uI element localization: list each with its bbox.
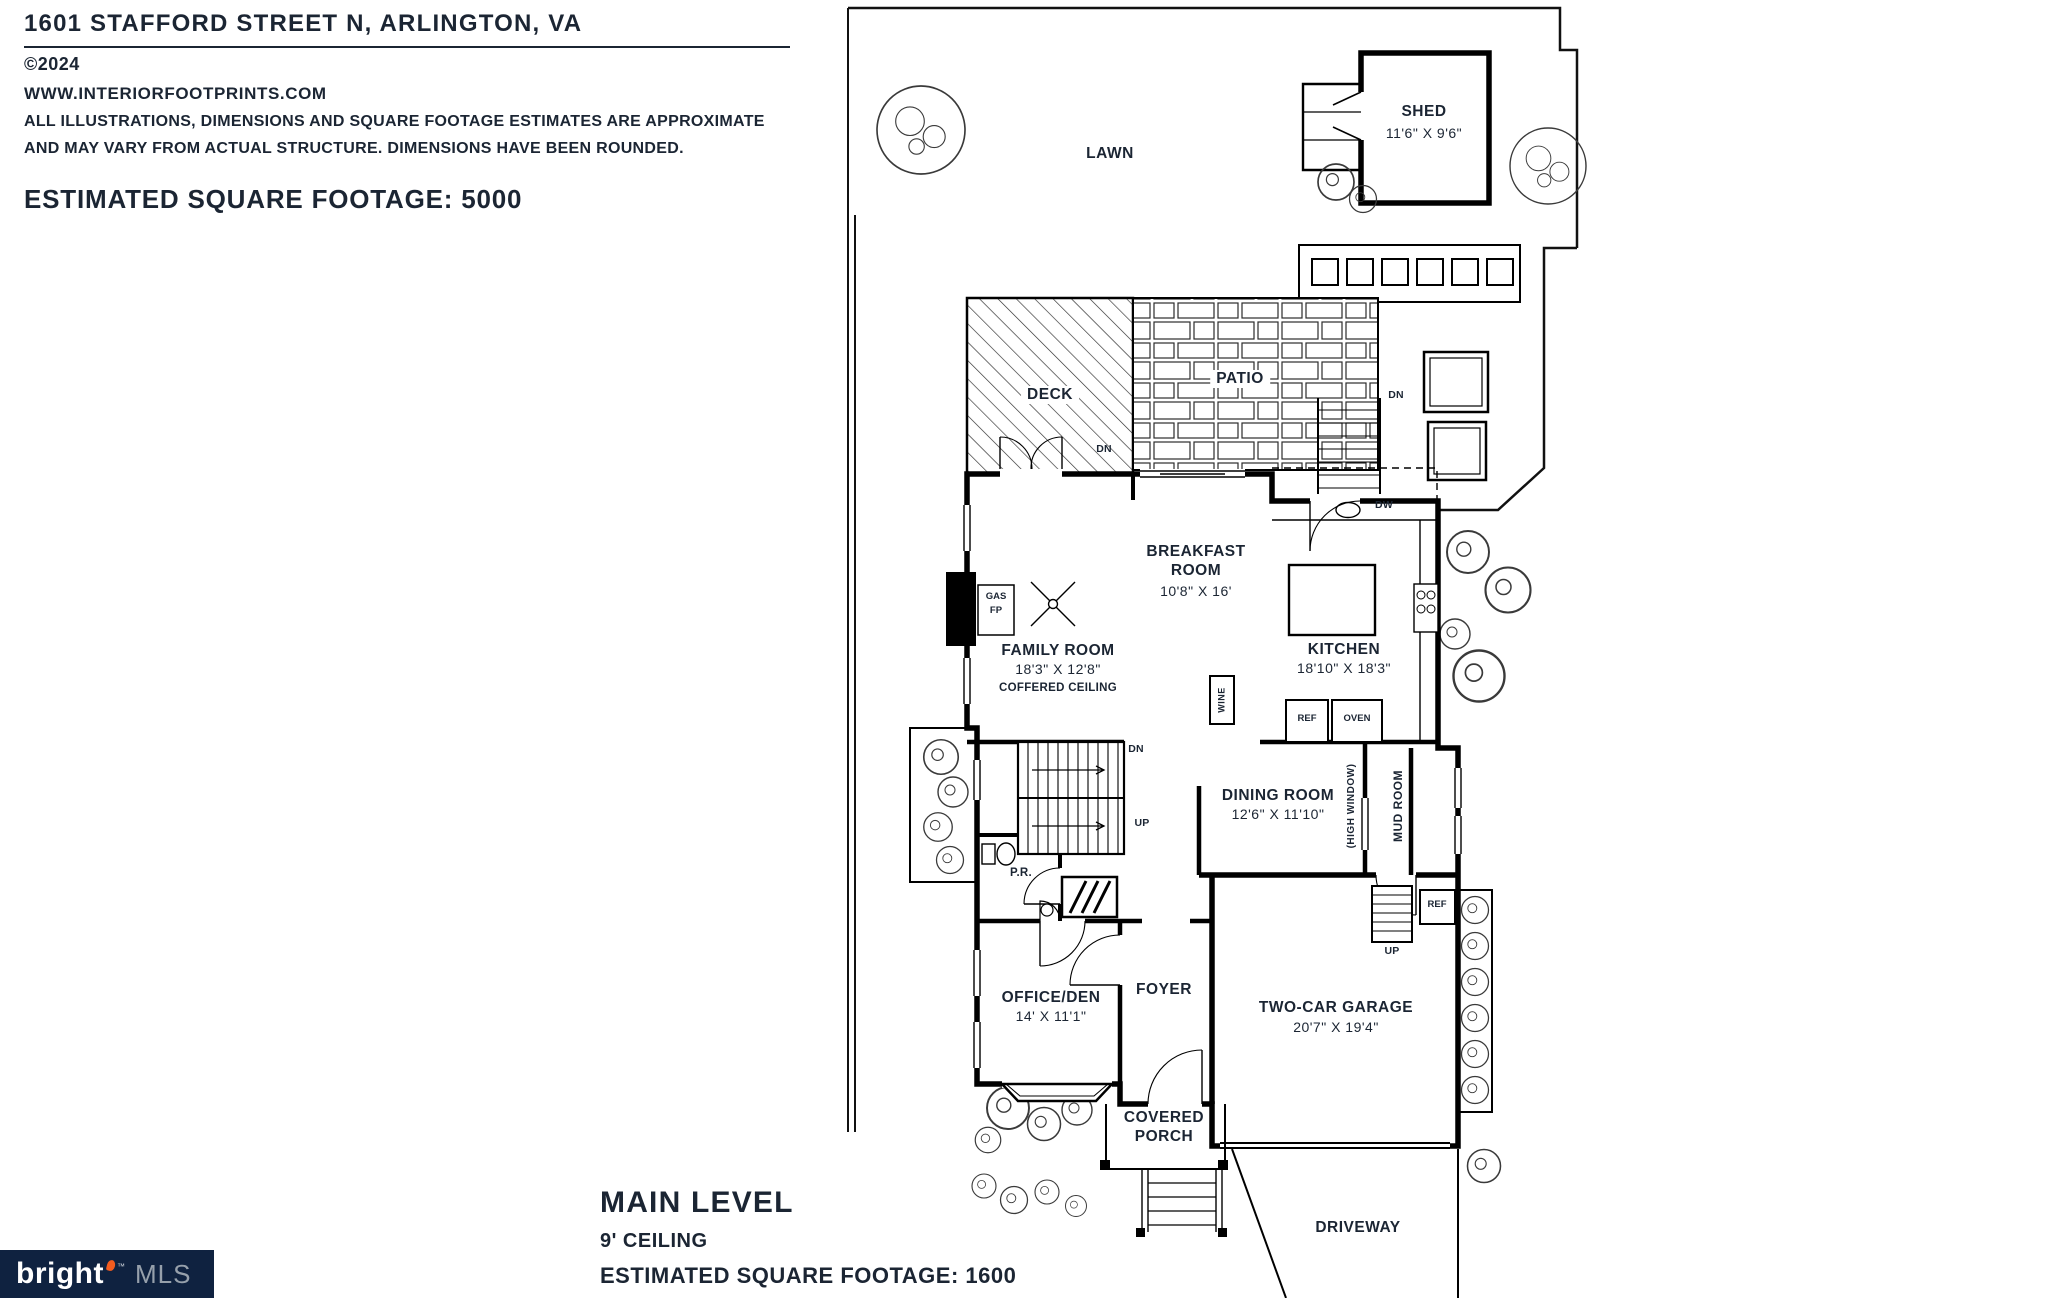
title-block: 1601 STAFFORD STREET N, ARLINGTON, VA ©2… <box>24 10 834 215</box>
copyright-text: ©2024 <box>24 54 80 74</box>
wine-cabinet-tag: WINE <box>1216 687 1227 713</box>
rear-steps-dn-tag: DN <box>1388 389 1404 401</box>
family-room-note: COFFERED CEILING <box>999 682 1117 694</box>
logo-mls-text: MLS <box>134 1259 192 1289</box>
side-planter-box <box>1457 889 1493 1113</box>
stairs-up-tag: UP <box>1134 817 1150 829</box>
high-window-note: (HIGH WINDOW) <box>1346 763 1357 849</box>
ceiling-fan-icon <box>1030 581 1076 627</box>
breakfast-room-dims: 10'8" X 16' <box>1160 583 1232 599</box>
patio-label: PATIO <box>1210 370 1270 388</box>
garage-staircase <box>1371 885 1413 943</box>
covered-porch-label: COVERED <box>1123 1109 1205 1126</box>
dishwasher-tag: DW <box>1375 499 1393 511</box>
wine-cabinet <box>1209 675 1235 725</box>
foyer-label: FOYER <box>1136 981 1192 998</box>
driveway-label: DRIVEWAY <box>1315 1219 1401 1236</box>
patio-area <box>1132 297 1379 471</box>
planter-box <box>909 727 977 883</box>
dining-room-dims: 12'6" X 11'10" <box>1231 806 1325 822</box>
windows <box>961 505 1464 1068</box>
garage-dims: 20'7" X 19'4" <box>1293 1019 1379 1035</box>
pergola <box>1298 244 1521 303</box>
level-sqft: ESTIMATED SQUARE FOOTAGE: 1600 <box>600 1263 1017 1288</box>
family-room-label: FAMILY ROOM <box>1001 642 1115 659</box>
powder-room-fixtures <box>981 842 1061 922</box>
covered-porch-label-line2: PORCH <box>1134 1128 1194 1145</box>
fireplace <box>946 572 1015 646</box>
garage-label: TWO-CAR GARAGE <box>1258 999 1414 1016</box>
main-staircase <box>1016 740 1126 856</box>
breakfast-room-label: BREAKFAST <box>1146 543 1246 560</box>
website-text: WWW.INTERIORFOOTPRINTS.COM <box>24 84 327 103</box>
oven-tag: OVEN <box>1343 713 1371 724</box>
office-den-label: OFFICE/DEN <box>1001 989 1101 1006</box>
breakfast-room-label-line2: ROOM <box>1170 562 1222 579</box>
ceiling-height: 9' CEILING <box>600 1230 708 1252</box>
powder-room-label: P.R. <box>1009 867 1033 879</box>
level-name: MAIN LEVEL <box>600 1186 794 1219</box>
estimated-sqft-total: ESTIMATED SQUARE FOOTAGE: 5000 <box>24 184 523 214</box>
fridge-tag: REF <box>1297 713 1317 724</box>
disclaimer-line2: AND MAY VARY FROM ACTUAL STRUCTURE. DIME… <box>24 140 684 157</box>
oven-box <box>1331 699 1383 743</box>
mud-room-label: MUD ROOM <box>1391 770 1405 842</box>
logo-brand-text: bright <box>16 1257 104 1290</box>
deck-dn-tag: DN <box>1096 443 1112 455</box>
kitchen-dims: 18'10" X 18'3" <box>1297 660 1391 676</box>
bay-window <box>999 1079 1115 1103</box>
garage-stairs-up-tag: UP <box>1384 945 1400 957</box>
stairs-dn-tag: DN <box>1128 743 1144 755</box>
doors <box>999 436 1417 1110</box>
driveway-edges <box>1231 1148 1459 1298</box>
level-summary: MAIN LEVEL 9' CEILING ESTIMATED SQUARE F… <box>600 1186 1016 1289</box>
property-boundary <box>847 6 1579 1132</box>
kitchen-island <box>1287 563 1377 637</box>
title-underline <box>24 46 790 48</box>
gas-fireplace-label: GAS <box>985 591 1007 602</box>
shed-dims: 11'6" X 9'6" <box>1385 125 1463 141</box>
logo-tm-mark: ™ <box>116 1261 125 1271</box>
rear-steps <box>1317 398 1381 494</box>
closet <box>1060 875 1119 919</box>
garage-fridge-tag: REF <box>1427 899 1447 910</box>
shed-label: SHED <box>1401 103 1447 120</box>
shed-outline <box>1301 50 1492 206</box>
kitchen-label: KITCHEN <box>1307 641 1381 658</box>
property-address: 1601 STAFFORD STREET N, ARLINGTON, VA <box>24 10 583 37</box>
ref-box <box>1285 699 1329 743</box>
family-room-dims: 18'3" X 12'8" <box>1015 661 1101 677</box>
deck-label: DECK <box>1021 386 1079 404</box>
flame-icon <box>105 1258 117 1272</box>
ac-units <box>1422 350 1490 482</box>
office-den-dims: 14' X 11'1" <box>1015 1008 1087 1024</box>
disclaimer-line1: ALL ILLUSTRATIONS, DIMENSIONS AND SQUARE… <box>24 113 765 130</box>
lawn-label: LAWN <box>1086 145 1134 162</box>
gas-fireplace-label-line2: FP <box>989 605 1003 616</box>
porch-steps <box>1100 1104 1228 1237</box>
garage-ref-box <box>1419 889 1456 925</box>
kitchen-fixtures <box>1209 501 1439 743</box>
deck-area <box>965 296 1135 476</box>
garage-door <box>1220 1140 1450 1152</box>
dining-room-label: DINING ROOM <box>1221 787 1335 804</box>
bright-mls-logo: bright ™ MLS <box>0 1250 214 1298</box>
